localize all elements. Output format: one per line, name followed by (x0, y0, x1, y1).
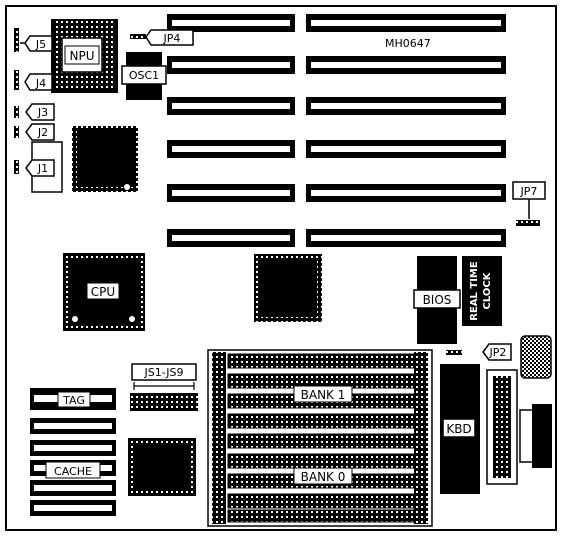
j1-jumper: J1 (14, 141, 63, 193)
jp2-label: JP2 (489, 346, 507, 359)
chipset-chip-lower (128, 438, 196, 496)
jp2-jumper: JP2 (446, 343, 512, 361)
jp4-jumper: JP4 (130, 29, 194, 46)
j5-label: J5 (35, 38, 46, 51)
rtc-label-line1: REAL TIME (469, 261, 480, 321)
kbd-label: KBD (446, 422, 471, 436)
j4-label: J4 (35, 77, 46, 90)
simm-slots (227, 353, 415, 523)
chipset-chip-upper (72, 126, 138, 192)
battery (520, 335, 552, 379)
js-label: JS1-JS9 (143, 366, 183, 379)
npu-label: NPU (70, 49, 95, 63)
j3-jumper: J3 (14, 103, 55, 121)
osc1-oscillator: OSC1 (121, 52, 167, 100)
jp7-label: JP7 (520, 185, 538, 198)
j5-jumper: J5 (14, 28, 53, 52)
tag-ram: TAG (30, 388, 116, 410)
bios-chip: BIOS (413, 256, 461, 344)
model-number: MH0647 (385, 37, 431, 50)
jp7-jumper: JP7 (512, 181, 546, 226)
expansion-slots-right (306, 14, 506, 247)
tag-label: TAG (62, 394, 85, 407)
bios-label: BIOS (423, 293, 452, 307)
real-time-clock: REAL TIME CLOCK (462, 256, 502, 326)
cache-ram: CACHE (30, 418, 116, 516)
js1-js9-jumpers: JS1-JS9 (130, 363, 198, 411)
rtc-label-line2: CLOCK (482, 271, 493, 309)
j3-label: J3 (37, 106, 48, 119)
chipset-chip-center (254, 254, 322, 322)
bank0-label: BANK 0 (301, 470, 346, 484)
bank1-label: BANK 1 (301, 388, 346, 402)
cpu-chip: CPU (63, 253, 145, 331)
cpu-label: CPU (91, 285, 115, 299)
j2-jumper: J2 (14, 123, 55, 141)
keyboard-connector (519, 404, 552, 468)
j2-label: J2 (37, 126, 48, 139)
jp4-label: JP4 (163, 32, 181, 45)
power-connector (486, 369, 518, 485)
keyboard-controller: KBD (440, 364, 480, 494)
npu-socket: NPU (51, 19, 118, 93)
memory-banks: BANK 1 BANK 0 (207, 349, 433, 527)
cache-label: CACHE (54, 465, 92, 478)
expansion-slots-left (167, 14, 295, 247)
j1-label: J1 (37, 162, 48, 175)
osc1-label: OSC1 (129, 69, 159, 82)
j4-jumper: J4 (14, 70, 53, 91)
